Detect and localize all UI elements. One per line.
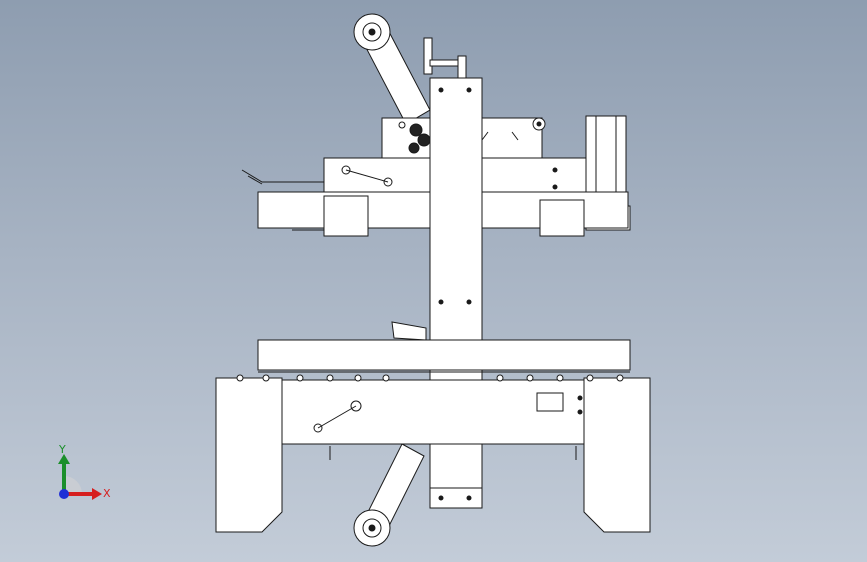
lower-tape-arm	[353, 443, 425, 547]
z-axis-dot	[59, 489, 69, 499]
y-axis-label: Y	[59, 443, 66, 456]
lower-frame	[215, 377, 651, 533]
axis-triad	[58, 454, 102, 500]
upper-cross-beam	[241, 157, 587, 197]
mid-wedge	[391, 321, 427, 341]
upper-tape-arm	[353, 13, 431, 125]
conveyor-rollers	[236, 374, 624, 382]
lower-belt-plate	[257, 339, 631, 373]
x-axis-label: X	[103, 487, 111, 500]
crank-handle[interactable]	[423, 37, 467, 81]
triad-arc	[64, 476, 82, 494]
